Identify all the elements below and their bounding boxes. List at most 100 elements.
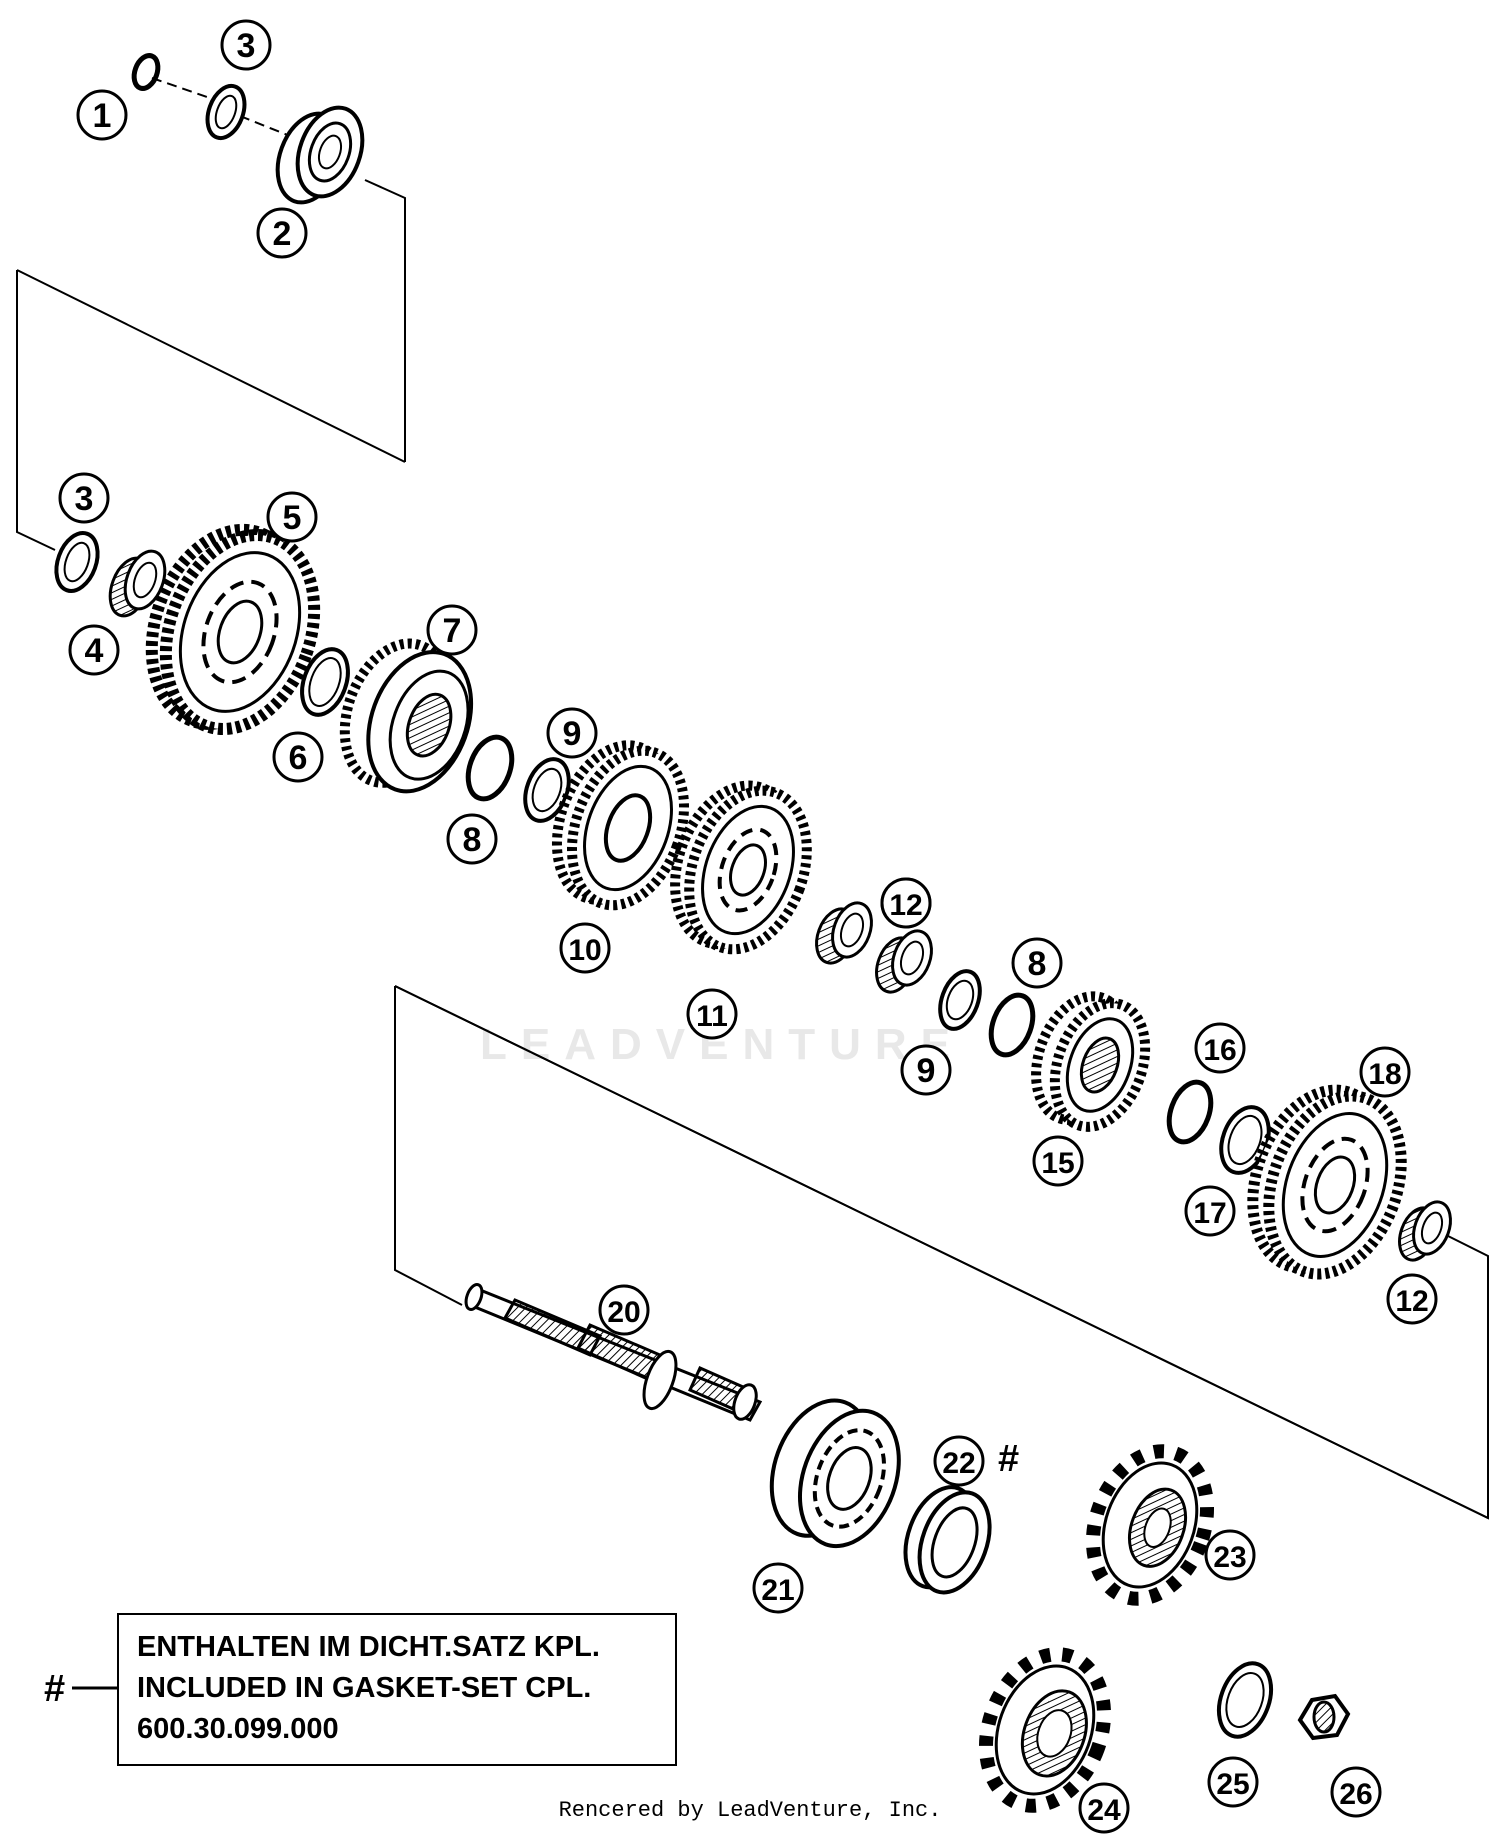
- note-marker: #: [44, 1668, 66, 1710]
- callout-circle: [1184, 1185, 1236, 1237]
- part-15-gear: [1031, 991, 1151, 1132]
- callout-circle: [1011, 937, 1063, 989]
- part-22-gasket-marker: #: [998, 1438, 1020, 1480]
- callout-circle: [933, 1435, 985, 1487]
- callout-number: 21: [761, 1574, 794, 1607]
- callout-circle: [68, 624, 120, 676]
- callout-circle: [559, 922, 611, 974]
- part-1-snap-ring: [131, 53, 161, 91]
- callout-circle: [1330, 1766, 1382, 1818]
- callout-18: 18: [1359, 1046, 1411, 1098]
- callout-circle: [1386, 1273, 1438, 1325]
- callout-number: 9: [563, 715, 582, 753]
- callout-11: 11: [686, 988, 738, 1040]
- callout-9: 9: [546, 707, 598, 759]
- part-2-bearing: [275, 105, 365, 205]
- callout-number: 22: [942, 1447, 975, 1480]
- frame-lines: [395, 1270, 1488, 1518]
- part-26-nut: [1297, 1693, 1351, 1741]
- callout-circle: [58, 472, 110, 524]
- callout-12: 12: [1386, 1273, 1438, 1325]
- callout-number: 17: [1193, 1197, 1226, 1230]
- callout-number: 10: [568, 934, 601, 967]
- callout-3: 3: [220, 19, 272, 71]
- callout-circle: [880, 877, 932, 929]
- callout-circle: [686, 988, 738, 1040]
- part-4-needle-bearing: [108, 549, 167, 618]
- part-12-needle-bearing-c: [1398, 1200, 1452, 1262]
- callout-17: 17: [1184, 1185, 1236, 1237]
- callout-number: 12: [889, 889, 922, 922]
- callout-4: 4: [68, 624, 120, 676]
- part-16-snap-ring: [1166, 1079, 1214, 1145]
- part-7-sliding-gear: [339, 638, 474, 794]
- callout-circle: [1078, 1782, 1130, 1834]
- callout-number: 26: [1339, 1778, 1372, 1811]
- callout-25: 25: [1207, 1756, 1259, 1808]
- part-11-gear: [670, 780, 812, 955]
- callout-21: 21: [752, 1562, 804, 1614]
- callout-number: 5: [283, 499, 302, 537]
- callout-number: 7: [443, 612, 462, 650]
- part-10-gear: [551, 740, 690, 911]
- part-3-washer-top: [205, 83, 247, 141]
- part-8-snap-ring: [465, 734, 515, 802]
- part-12-needle-bearing-b: [875, 929, 933, 994]
- callout-circle: [752, 1562, 804, 1614]
- callout-number: 23: [1213, 1541, 1246, 1574]
- callout-number: 12: [1395, 1285, 1428, 1318]
- callout-number: 16: [1203, 1034, 1236, 1067]
- callout-8: 8: [1011, 937, 1063, 989]
- part-12-needle-bearing-a: [815, 901, 873, 965]
- callout-circle: [900, 1044, 952, 1096]
- callout-number: 18: [1368, 1058, 1401, 1091]
- part-22-seal: [903, 1485, 992, 1595]
- callout-circle: [266, 491, 318, 543]
- part-9-washer: [523, 757, 571, 823]
- part-3-washer: [54, 531, 100, 593]
- callout-circle: [1204, 1529, 1256, 1581]
- part-9-washer-b: [938, 969, 982, 1031]
- callout-number: 25: [1216, 1768, 1249, 1801]
- note-part-number: 600.30.099.000: [137, 1713, 339, 1745]
- callout-circle: [598, 1284, 650, 1336]
- callout-number: 8: [1028, 945, 1047, 983]
- callout-circle: [446, 813, 498, 865]
- part-25-washer: [1216, 1661, 1274, 1739]
- callout-12: 12: [880, 877, 932, 929]
- callout-5: 5: [266, 491, 318, 543]
- callout-number: 1: [93, 97, 112, 135]
- callout-number: 24: [1087, 1794, 1121, 1827]
- note-marker-line: [72, 1686, 120, 1690]
- callout-number: 11: [696, 1000, 728, 1033]
- callout-circle: [76, 89, 128, 141]
- callout-number: 15: [1041, 1147, 1074, 1180]
- callout-9: 9: [900, 1044, 952, 1096]
- callout-circle: [1207, 1756, 1259, 1808]
- callout-number: 8: [463, 821, 482, 859]
- callout-26: 26: [1330, 1766, 1382, 1818]
- callout-circle: [272, 731, 324, 783]
- callout-number: 3: [75, 480, 94, 518]
- part-8-snap-ring-b: [988, 992, 1036, 1058]
- note-line-english: INCLUDED IN GASKET-SET CPL.: [137, 1672, 592, 1704]
- callout-24: 24: [1078, 1782, 1130, 1834]
- callout-circle: [220, 19, 272, 71]
- part-5-gear: [145, 523, 321, 735]
- callout-circle: [256, 207, 308, 259]
- part-23-sprocket: [1085, 1444, 1215, 1606]
- callout-layer: 1233456789101112129815161718122021222324…: [58, 19, 1438, 1834]
- leader-lines: [16, 77, 1489, 1520]
- callout-number: 3: [237, 27, 256, 65]
- gasket-set-note: ENTHALTEN IM DICHT.SATZ KPL. INCLUDED IN…: [117, 1613, 677, 1766]
- callout-20: 20: [598, 1284, 650, 1336]
- callout-circle: [1032, 1135, 1084, 1187]
- callout-3: 3: [58, 472, 110, 524]
- callout-15: 15: [1032, 1135, 1084, 1187]
- callout-7: 7: [426, 604, 478, 656]
- callout-16: 16: [1194, 1022, 1246, 1074]
- callout-number: 20: [607, 1296, 640, 1329]
- note-line-german: ENTHALTEN IM DICHT.SATZ KPL.: [137, 1631, 600, 1663]
- callout-circle: [546, 707, 598, 759]
